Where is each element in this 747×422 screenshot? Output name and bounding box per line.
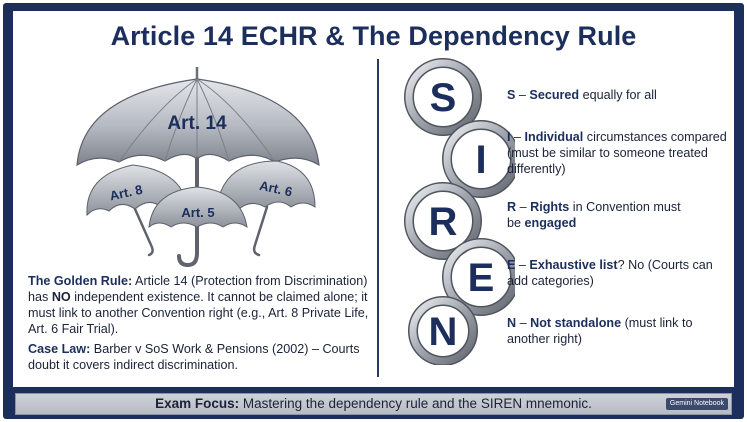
golden-rule-label: The Golden Rule: (28, 274, 133, 288)
siren-item-dash: – (516, 200, 531, 214)
siren-item-text: circumstances compared (must be similar … (507, 130, 727, 176)
umbrella-label-right: Art. 6 (258, 178, 294, 200)
siren-item-dash: – (515, 258, 530, 272)
siren-item-text: in Convention must be (507, 200, 681, 230)
exam-focus-text: Mastering the dependency rule and the SI… (239, 396, 592, 411)
umbrella-illustration: Art. 14 Art. 8 Art. 6 Art. 5 (76, 67, 320, 268)
siren-item-keyword-2: engaged (524, 216, 577, 230)
umbrella-icon (76, 67, 320, 167)
siren-item-letter: I (507, 130, 511, 144)
chain-ring-icon (442, 238, 515, 316)
siren-item-text: ? No (Courts can add categories) (507, 258, 713, 288)
slide-frame: Article 14 ECHR & The Dependency Rule (3, 3, 744, 419)
siren-letter-i: I (475, 138, 486, 182)
siren-item-keyword: Exhaustive list (529, 258, 618, 272)
golden-rule-text-2: independent existence. It cannot be clai… (28, 290, 369, 336)
siren-item-keyword: Rights (530, 200, 570, 214)
gemini-notebook-badge: Gemini Notebook (665, 398, 728, 410)
chain-ring-icon (404, 182, 482, 260)
siren-letter-r: R (429, 200, 458, 244)
siren-item-letter: E (507, 258, 516, 272)
exam-focus-label: Exam Focus: (155, 396, 240, 411)
siren-item-text: (must link to another right) (507, 316, 693, 346)
exam-focus-banner: Exam Focus: Mastering the dependency rul… (15, 393, 732, 415)
page-title: Article 14 ECHR & The Dependency Rule (110, 21, 637, 51)
column-divider (377, 59, 379, 377)
umbrella-label-main: Art. 14 (167, 113, 227, 134)
case-law-text: Case Law: Barber v SoS Work & Pensions (… (28, 341, 373, 373)
umbrella-icon (148, 186, 248, 229)
case-law-label: Case Law: (28, 342, 91, 356)
chain-ring-icon (404, 58, 482, 136)
umbrella-icon (218, 160, 316, 257)
siren-item-keyword: Not standalone (530, 316, 622, 330)
siren-item-i: I – Individual circumstances compared (m… (507, 129, 727, 177)
siren-item-s: S – Secured equally for all (507, 87, 727, 103)
golden-rule-emphasis: NO (51, 290, 71, 304)
siren-item-e: E – Exhaustive list? No (Courts can add … (507, 257, 727, 289)
chain-ring-icon (442, 120, 515, 198)
siren-item-letter: S (507, 88, 516, 102)
siren-item-dash: – (510, 130, 525, 144)
siren-letter-s: S (430, 76, 457, 120)
siren-chain: S I R E N (404, 58, 515, 365)
siren-item-keyword: Secured (529, 88, 580, 102)
siren-item-n: N – Not standalone (must link to another… (507, 315, 697, 347)
siren-item-dash: – (516, 316, 531, 330)
chain-ring-icon (408, 296, 478, 365)
umbrella-label-middle: Art. 5 (181, 205, 214, 220)
golden-rule-text: The Golden Rule: Article 14 (Protection … (28, 273, 373, 337)
umbrella-label-left: Art. 8 (108, 182, 144, 204)
siren-item-letter: N (507, 316, 517, 330)
siren-item-r: R – Rights in Convention must be engaged (507, 199, 687, 231)
siren-item-dash: – (515, 88, 530, 102)
golden-rule-text-1: Article 14 (Protection from Discriminati… (28, 274, 368, 304)
siren-letter-e: E (468, 256, 495, 300)
siren-letter-n: N (429, 310, 458, 354)
siren-item-text: equally for all (579, 88, 657, 102)
siren-item-letter: R (507, 200, 517, 214)
siren-item-keyword: Individual (524, 130, 584, 144)
case-law-body: Barber v SoS Work & Pensions (2002) – Co… (28, 342, 360, 372)
slide-content: Article 14 ECHR & The Dependency Rule (13, 11, 734, 387)
